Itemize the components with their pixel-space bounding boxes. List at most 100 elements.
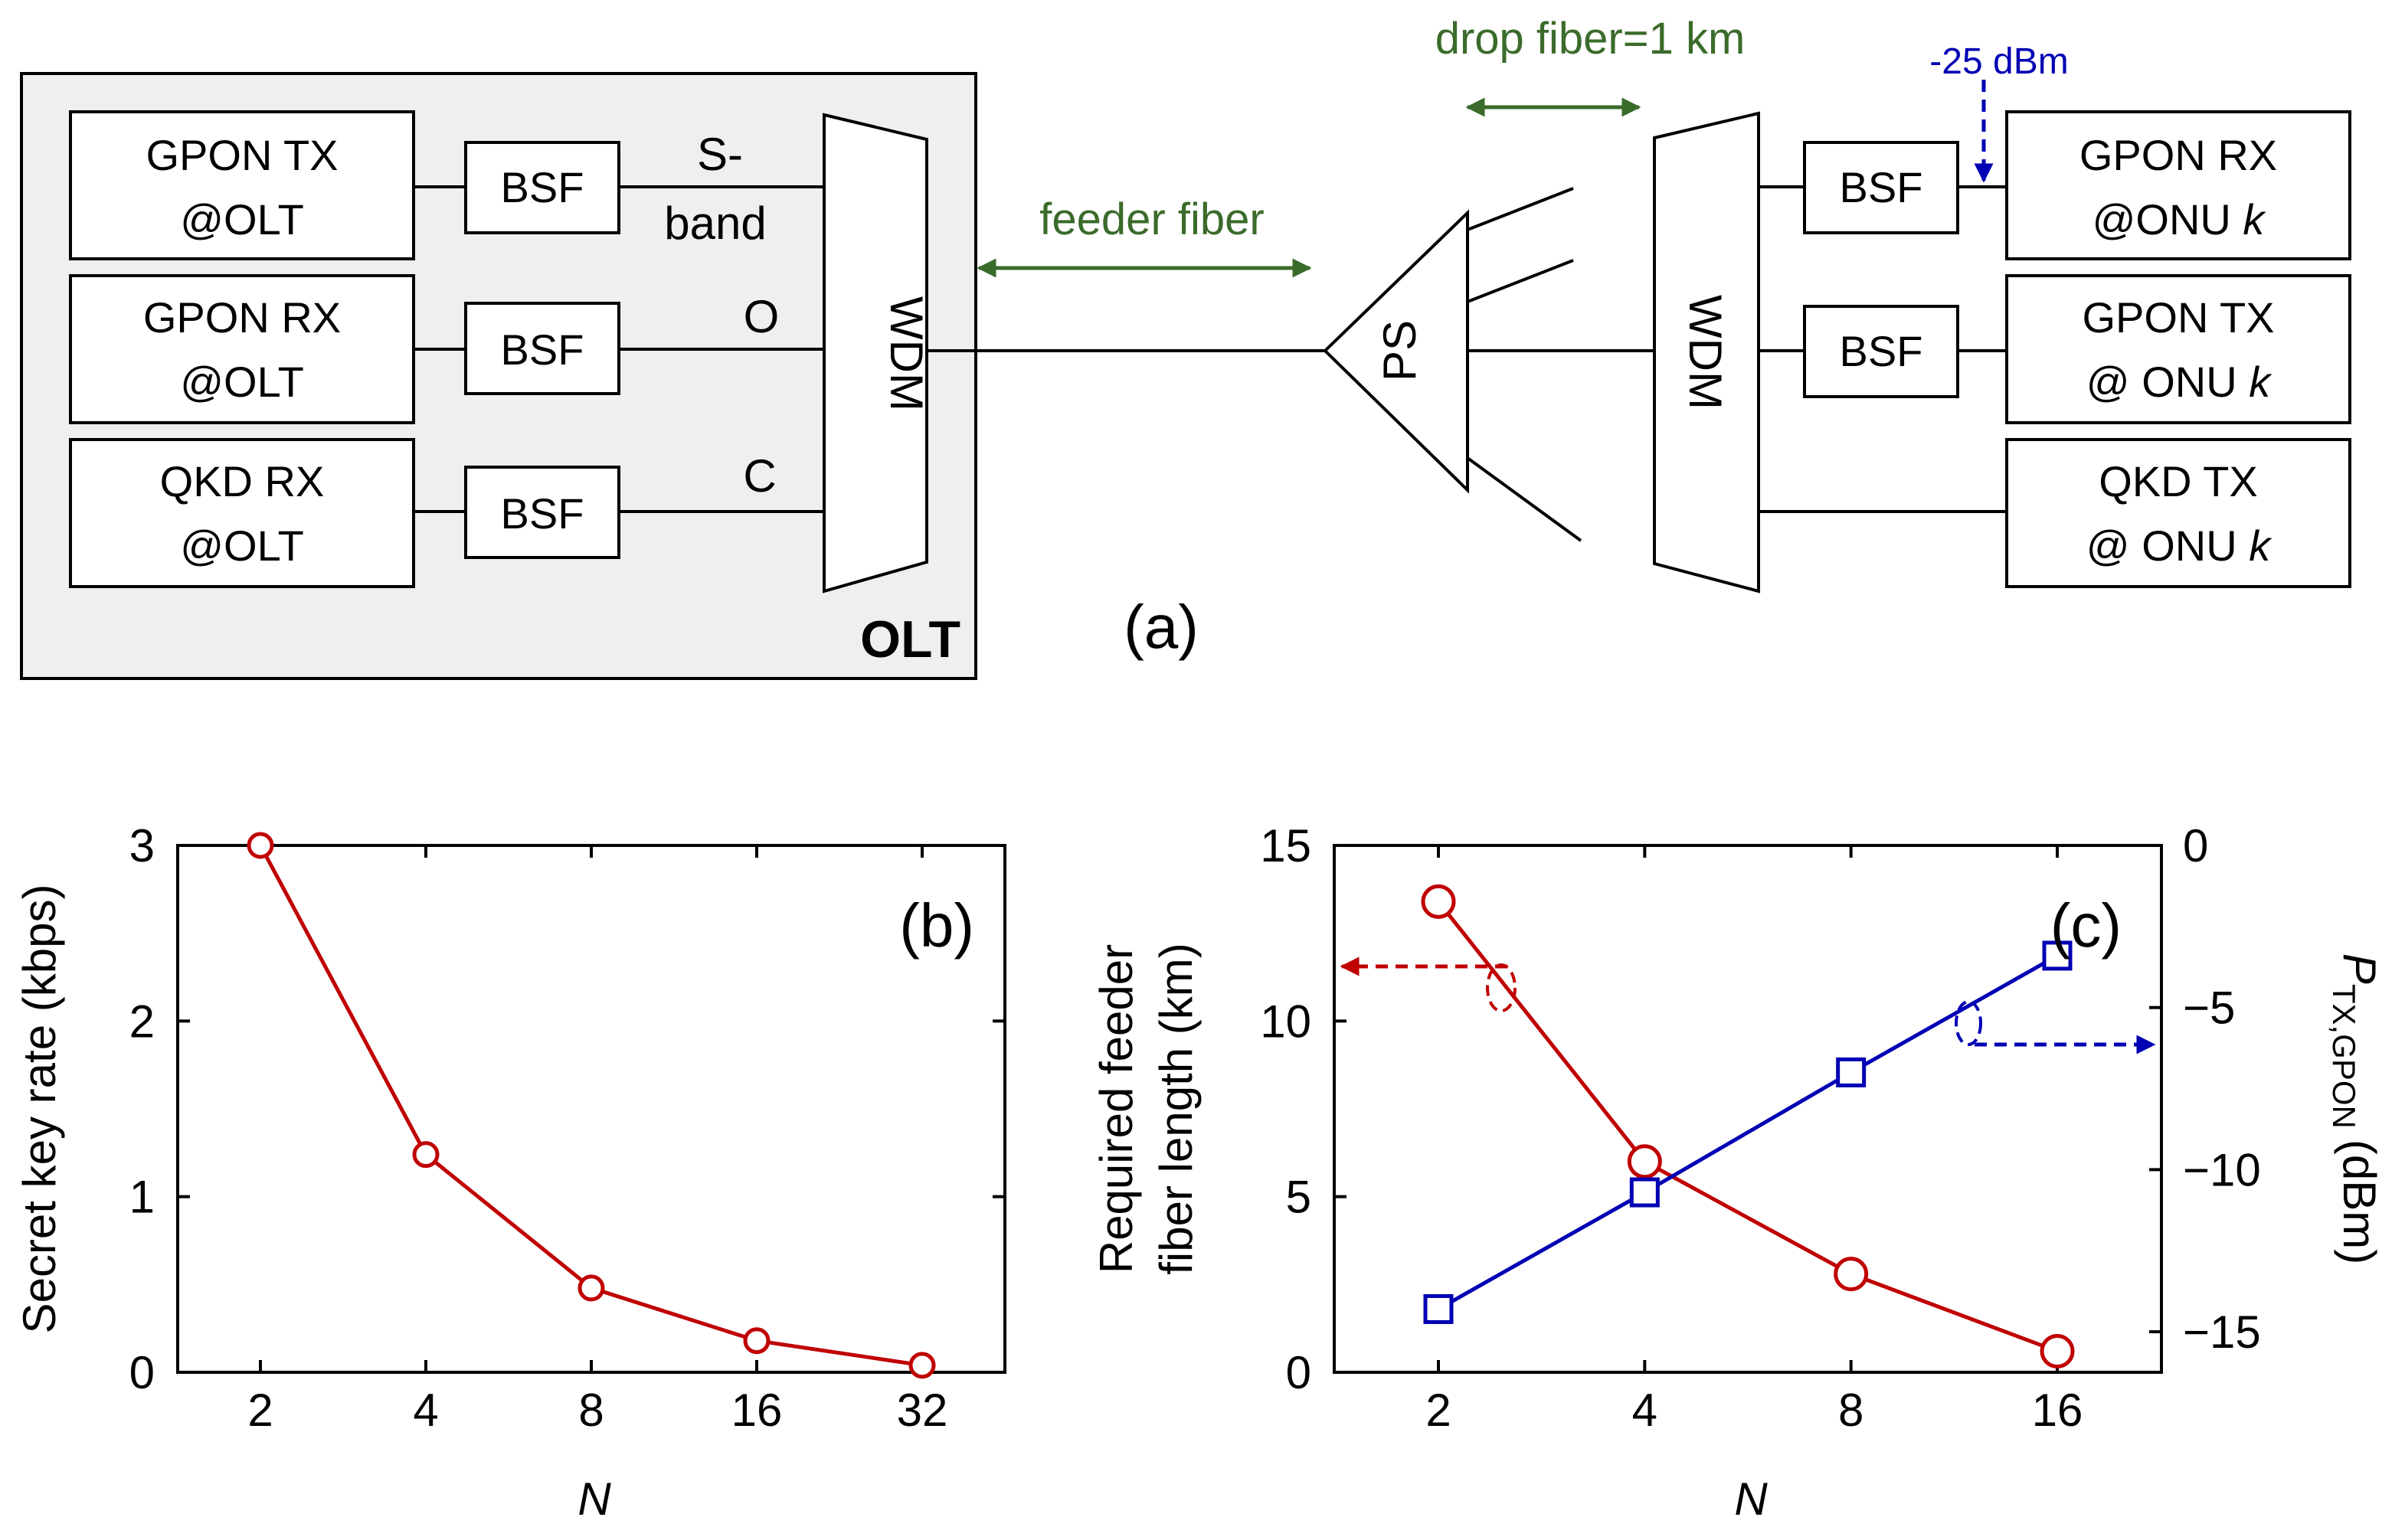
- data-point: [743, 1327, 771, 1355]
- chart-b-series: [247, 832, 936, 1379]
- chart-c-series: [1421, 884, 2075, 1368]
- data-point: [908, 1352, 936, 1379]
- x-tick-label: 4: [1632, 1385, 1657, 1436]
- olt-bsf-1: BSF: [464, 141, 620, 234]
- olt-label: OLT: [860, 610, 960, 669]
- data-point: [247, 832, 274, 859]
- svg-text:QKD TX: QKD TX: [2099, 457, 2257, 505]
- olt-wdm-label: WDM: [881, 296, 932, 411]
- data-point: [1423, 1293, 1454, 1324]
- svg-text:GPON TX: GPON TX: [146, 131, 338, 179]
- y-tick-label: 0: [1286, 1347, 1311, 1398]
- svg-text:BSF: BSF: [501, 325, 584, 374]
- x-tick-label: 16: [2032, 1385, 2083, 1436]
- x-tick-label: 2: [247, 1385, 273, 1436]
- olt-bsf-2: BSF: [464, 302, 620, 395]
- chart-b-y-tick-labels: 0 1 2 3: [129, 820, 155, 1398]
- olt-bsf-3: BSF: [464, 466, 620, 559]
- svg-text:@ ONU k: @ ONU k: [2086, 522, 2272, 570]
- drop-fiber-label: drop fiber=1 km: [1435, 14, 1746, 64]
- chart-b-x-tick-labels: 2 4 8 16 32: [247, 1385, 947, 1436]
- y-tick-label: 3: [129, 820, 155, 871]
- chart-c-y-label-line1: Required feeder: [1091, 944, 1142, 1274]
- left-axis-indicator: [1340, 956, 1517, 1012]
- onu-wdm: [1653, 111, 1760, 593]
- svg-text:@OLT: @OLT: [180, 522, 304, 570]
- data-point: [578, 1274, 605, 1302]
- y2-tick-label: −15: [2183, 1306, 2261, 1358]
- chart-b-panel-label: (b): [899, 891, 974, 960]
- onu-block-gpon-tx: GPON TX @ ONU k: [2005, 274, 2351, 424]
- onu-connections: [1759, 185, 2007, 513]
- onu-block-qkd-tx: QKD TX @ ONU k: [2005, 438, 2351, 588]
- y2-tick-label: 0: [2183, 820, 2208, 871]
- data-point: [1836, 1057, 1867, 1087]
- splitter-outputs: [1466, 187, 1654, 542]
- svg-text:GPON RX: GPON RX: [143, 293, 341, 342]
- svg-text:GPON TX: GPON TX: [2082, 293, 2274, 342]
- svg-text:BSF: BSF: [1840, 163, 1923, 211]
- panel-a-diagram: OLT GPON TX @OLT GPON RX @OLT QKD RX @OL…: [20, 14, 2351, 680]
- y-tick-label: 5: [1286, 1172, 1311, 1223]
- y-tick-label: 10: [1260, 996, 1311, 1047]
- chart-c-x-tick-labels: 2 4 8 16: [1425, 1385, 2083, 1436]
- onu-bsf-2: BSF: [1803, 305, 1959, 398]
- svg-text:@OLT: @OLT: [180, 358, 304, 406]
- olt-block-gpon-tx: GPON TX @OLT: [69, 110, 415, 260]
- chart-b-ticks: [178, 844, 1005, 1374]
- chart-b: 2 4 8 16 32 0 1 2 3 (b) N Secret key rate (kbps…: [14, 820, 1006, 1525]
- data-point: [412, 1141, 440, 1169]
- svg-text:BSF: BSF: [501, 489, 584, 538]
- svg-text:@ONU k: @ONU k: [2093, 195, 2267, 244]
- y-tick-label: 0: [129, 1347, 155, 1398]
- panel-a-label: (a): [1124, 593, 1199, 661]
- series-line-1: [1437, 953, 2059, 1311]
- data-point: [1421, 884, 1456, 919]
- x-tick-label: 8: [1838, 1385, 1863, 1436]
- svg-text:@ ONU k: @ ONU k: [2086, 358, 2272, 406]
- onu-bsf-1: BSF: [1803, 141, 1959, 234]
- data-point: [1629, 1177, 1660, 1208]
- y-tick-label: 1: [129, 1172, 155, 1223]
- x-tick-label: 8: [578, 1385, 604, 1436]
- olt-block-qkd-rx: QKD RX @OLT: [69, 438, 415, 588]
- x-tick-label: 2: [1425, 1385, 1451, 1436]
- right-axis-indicator: [1955, 1000, 2156, 1054]
- x-tick-label: 32: [897, 1385, 948, 1436]
- svg-text:BSF: BSF: [1840, 327, 1923, 375]
- olt-block-gpon-rx: GPON RX @OLT: [69, 274, 415, 424]
- data-point: [2042, 940, 2073, 971]
- series-line-0: [1437, 900, 2058, 1353]
- power-splitter-label: PS: [1374, 320, 1425, 381]
- chart-c-y2-tick-labels: 0 −5 −10 −15: [2183, 820, 2261, 1358]
- y2-tick-label: −10: [2183, 1144, 2261, 1195]
- band-label-band: band: [664, 198, 766, 249]
- power-label: -25 dBm: [1929, 41, 2068, 82]
- chart-b-x-label: N: [578, 1473, 611, 1525]
- onu-wdm-label: WDM: [1680, 295, 1731, 410]
- chart-c-y-label-line2: fiber length (km): [1150, 943, 1202, 1274]
- svg-text:GPON RX: GPON RX: [2079, 131, 2277, 179]
- onu-block-gpon-rx: GPON RX @ONU k: [2005, 110, 2351, 260]
- band-label-o: O: [744, 291, 780, 342]
- x-tick-label: 16: [731, 1385, 783, 1436]
- x-tick-label: 4: [413, 1385, 438, 1436]
- y2-tick-label: −5: [2183, 983, 2235, 1034]
- chart-c-x-label: N: [1734, 1473, 1768, 1525]
- chart-c-y-tick-labels: 0 5 10 15: [1260, 820, 1311, 1398]
- chart-c-panel-label: (c): [2050, 891, 2122, 960]
- chart-c-y2-label: PTX,GPON(dBm): [2326, 953, 2385, 1264]
- y-tick-label: 15: [1260, 820, 1311, 871]
- svg-text:QKD RX: QKD RX: [160, 457, 325, 505]
- data-point: [1834, 1257, 1869, 1292]
- data-point: [2040, 1333, 2075, 1368]
- chart-b-y-label: Secret key rate (kbps): [14, 884, 65, 1334]
- chart-c: 2 4 8 16 0 5 10 15 0 −5 −10 −15 (c) N Required fe…: [1091, 820, 2385, 1525]
- feeder-fiber-label: feeder fiber: [1039, 195, 1264, 244]
- data-point: [1627, 1144, 1662, 1179]
- band-label-s: S-: [697, 129, 743, 180]
- olt-connections: [414, 185, 824, 513]
- chart-c-frame: [1333, 844, 2163, 1374]
- svg-text:BSF: BSF: [501, 163, 584, 211]
- y-tick-label: 2: [129, 996, 155, 1047]
